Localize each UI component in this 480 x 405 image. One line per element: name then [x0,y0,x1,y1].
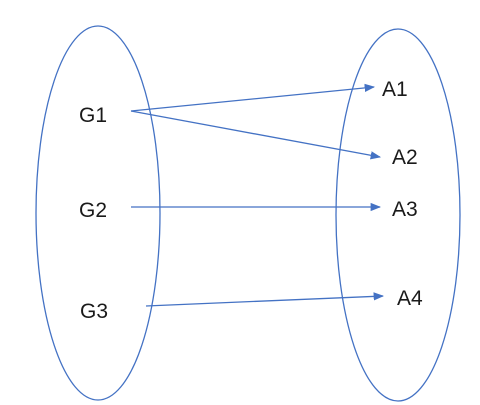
node-label-g2: G2 [79,199,107,222]
arrow-g1-a2 [130,110,382,160]
arrow-g1-a1 [130,83,376,112]
node-label-g3: G3 [80,300,108,323]
left-set-ellipse [35,25,161,401]
node-label-a4: A4 [397,287,423,310]
right-set-ellipse [335,28,461,402]
node-label-a1: A1 [382,78,408,101]
node-label-g1: G1 [79,104,107,127]
node-label-a3: A3 [392,198,418,221]
node-label-a2: A2 [392,146,418,169]
arrow-g3-a4 [145,292,385,307]
